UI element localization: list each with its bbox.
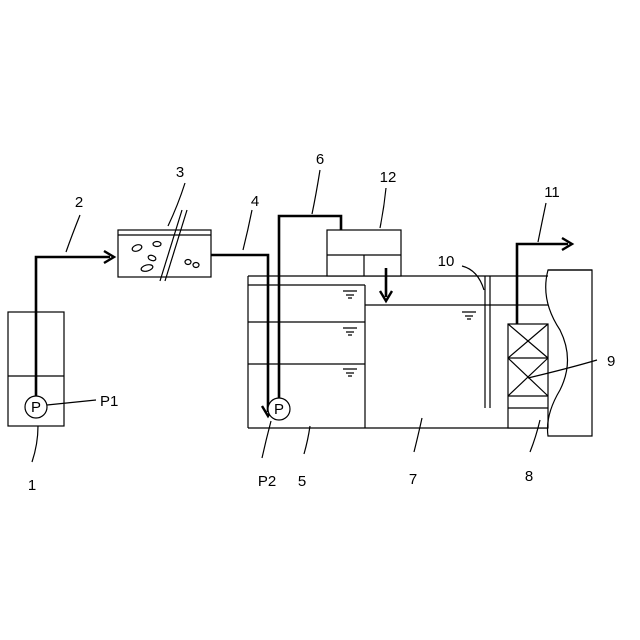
label-12: 12 [380, 169, 397, 186]
label-3: 3 [176, 164, 184, 181]
water-level-icon [462, 312, 476, 319]
water-level-icon [343, 328, 357, 335]
label-7: 7 [409, 471, 417, 488]
label-4: 4 [251, 193, 259, 210]
label-11: 11 [544, 184, 560, 201]
filter-block-8 [508, 324, 548, 428]
main-basin [248, 276, 548, 428]
label-2: 2 [75, 194, 83, 211]
label-9: 9 [607, 353, 615, 370]
pipe-4 [211, 255, 268, 412]
label-5: 5 [298, 473, 306, 490]
tank-3 [118, 210, 211, 281]
compartment-5 [248, 291, 365, 376]
break-edge [546, 270, 592, 436]
pump-p2-symbol: P [274, 401, 284, 418]
tank-12 [327, 230, 401, 276]
label-1: 1 [28, 477, 36, 494]
water-level-icon [343, 291, 357, 298]
label-8: 8 [525, 468, 533, 485]
label-p1: P1 [100, 393, 118, 410]
label-p2: P2 [258, 473, 276, 490]
water-level-icon [343, 369, 357, 376]
label-6: 6 [316, 151, 324, 168]
pump-p1-symbol: P [31, 399, 41, 416]
pipe-11 [517, 244, 568, 324]
label-10: 10 [438, 253, 455, 270]
pump-p2: P [268, 398, 290, 420]
